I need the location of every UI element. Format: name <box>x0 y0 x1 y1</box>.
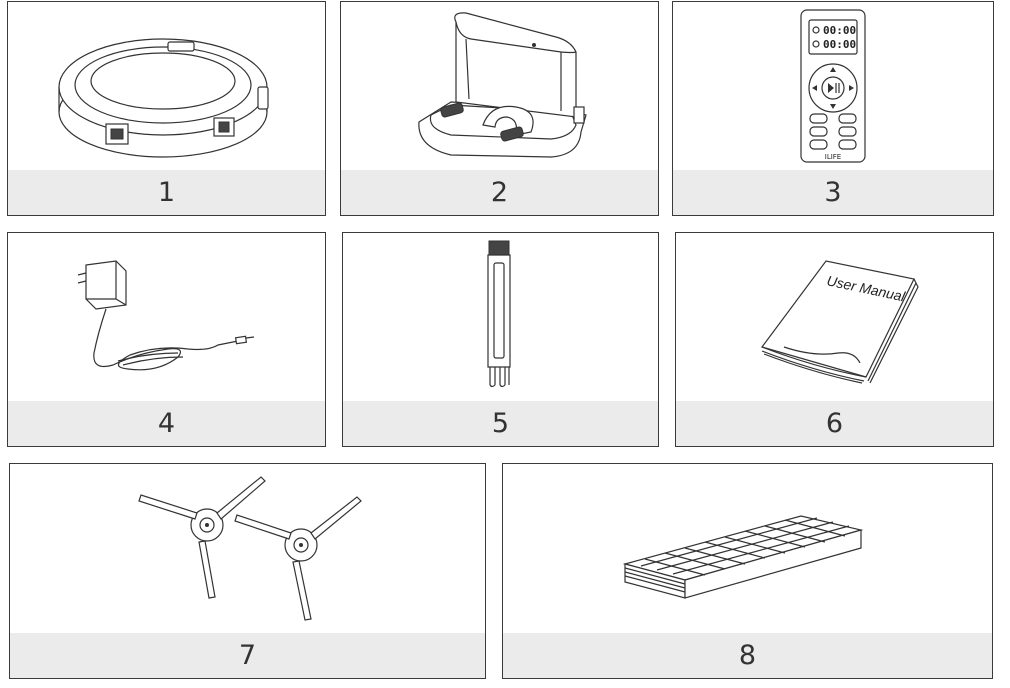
item-number: 3 <box>673 170 993 215</box>
remote-display-line-2: 00:00 <box>823 38 856 51</box>
cleaning-tool-icon <box>487 240 511 388</box>
remote-control-icon: 00:00 00:00 ILIFE <box>800 9 866 163</box>
item-card-6: User Manual 6 <box>675 232 994 447</box>
power-adapter-icon <box>77 260 255 371</box>
item-number: 5 <box>343 401 658 446</box>
item-number: 1 <box>8 170 325 215</box>
item-card-4: 4 <box>7 232 326 447</box>
remote-brand-label: ILIFE <box>825 153 841 161</box>
item-card-1: 1 <box>7 1 326 216</box>
robot-vacuum-icon <box>58 38 269 158</box>
item-number: 8 <box>503 633 992 678</box>
charging-dock-icon <box>418 12 587 158</box>
item-number: 2 <box>341 170 658 215</box>
item-number: 6 <box>676 401 993 446</box>
item-card-8: 8 <box>502 463 993 679</box>
user-manual-icon: User Manual <box>761 260 919 384</box>
item-card-2: 2 <box>340 1 659 216</box>
item-number: 7 <box>10 633 485 678</box>
item-card-7: 7 <box>9 463 486 679</box>
remote-display-line-1: 00:00 <box>823 24 856 37</box>
filter-icon <box>622 515 864 599</box>
item-card-5: 5 <box>342 232 659 447</box>
item-card-3: 00:00 00:00 ILIFE 3 <box>672 1 994 216</box>
item-number: 4 <box>8 401 325 446</box>
side-brushes-icon <box>138 476 362 621</box>
